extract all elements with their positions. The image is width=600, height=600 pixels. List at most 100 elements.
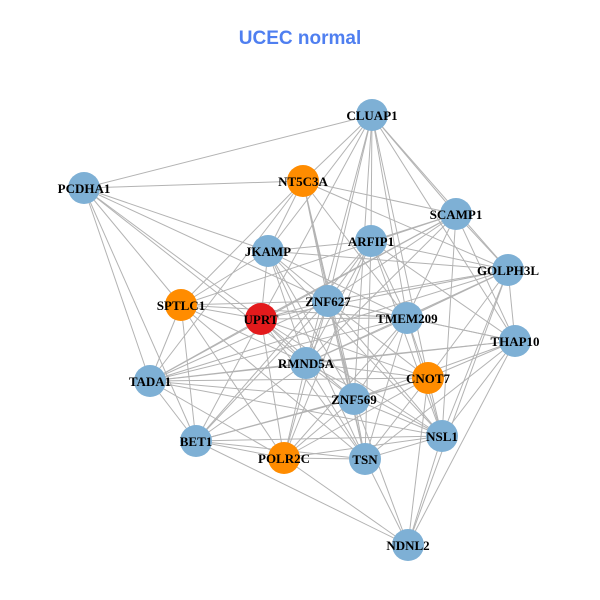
node-circle [492,254,524,286]
node-BET1[interactable]: BET1 [180,425,213,457]
node-RMND5A[interactable]: RMND5A [278,347,335,379]
edge-SPTLC1-TSN [180,304,366,460]
edge-RMND5A-POLR2C [283,362,307,459]
edge-CNOT7-NDNL2 [407,377,429,546]
edge-SPTLC1-RMND5A [180,304,307,364]
edge-SCAMP1-TMEM209 [406,213,457,319]
node-label: TMEM209 [376,311,438,326]
node-circle [68,172,100,204]
edge-GOLPH3L-NDNL2 [407,269,509,546]
node-circle [312,285,344,317]
edge-ZNF627-CNOT7 [327,300,429,379]
edge-SCAMP1-THAP10 [455,213,516,342]
edge-ARFIP1-NSL1 [370,240,443,437]
edge-ZNF569-NDNL2 [353,398,409,546]
edge-NT5C3A-SPTLC1 [180,180,304,306]
node-CLUAP1[interactable]: CLUAP1 [346,99,398,131]
node-TMEM209[interactable]: TMEM209 [376,302,438,334]
node-circle [338,383,370,415]
node-SPTLC1[interactable]: SPTLC1 [157,289,205,321]
node-label: ZNF569 [331,392,377,407]
edge-PCDHA1-RMND5A [83,187,307,364]
node-THAP10[interactable]: THAP10 [490,325,540,357]
node-label: TSN [352,452,378,467]
node-ZNF569[interactable]: ZNF569 [331,383,377,415]
edge-ARFIP1-JKAMP [267,240,372,252]
edge-TMEM209-RMND5A [305,317,408,364]
edge-PCDHA1-UPRT [83,187,262,320]
edge-CLUAP1-PCDHA1 [83,114,373,189]
node-NDNL2[interactable]: NDNL2 [386,529,430,561]
edge-JKAMP-ZNF569 [267,250,355,400]
node-POLR2C[interactable]: POLR2C [258,442,310,474]
edge-SPTLC1-ZNF627 [180,300,329,306]
node-circle [355,225,387,257]
edge-UPRT-POLR2C [260,318,285,459]
node-circle [245,303,277,335]
edge-SCAMP1-SPTLC1 [180,213,457,306]
node-NSL1[interactable]: NSL1 [426,420,458,452]
edge-TADA1-ZNF569 [149,380,355,400]
diagram-title: UCEC normal [238,28,362,49]
node-label: NT5C3A [278,174,328,189]
node-JKAMP[interactable]: JKAMP [245,235,291,267]
edge-THAP10-NDNL2 [407,340,516,546]
edge-THAP10-NSL1 [441,340,516,437]
node-label: CNOT7 [406,371,451,386]
edge-TMEM209-TSN [364,317,408,460]
edge-CLUAP1-ARFIP1 [370,114,373,242]
edge-TSN-NDNL2 [364,458,409,546]
edge-UPRT-NSL1 [260,318,443,437]
edge-GOLPH3L-UPRT [260,269,509,320]
edge-NT5C3A-GOLPH3L [302,180,509,271]
node-GOLPH3L[interactable]: GOLPH3L [477,254,539,286]
node-circle [134,365,166,397]
node-NT5C3A[interactable]: NT5C3A [278,165,329,197]
edge-SPTLC1-POLR2C [180,304,285,459]
node-label: ARFIP1 [348,234,394,249]
edge-SPTLC1-TMEM209 [180,304,408,319]
node-UPRT[interactable]: UPRT [244,303,279,335]
node-ARFIP1[interactable]: ARFIP1 [348,225,394,257]
node-circle [499,325,531,357]
edge-SCAMP1-NSL1 [441,213,457,437]
node-CNOT7[interactable]: CNOT7 [406,362,451,394]
edge-UPRT-CNOT7 [260,318,429,379]
node-PCDHA1[interactable]: PCDHA1 [58,172,111,204]
node-TADA1[interactable]: TADA1 [129,365,171,397]
edge-CLUAP1-TMEM209 [371,114,408,319]
edge-ARFIP1-POLR2C [283,240,372,459]
node-label: TADA1 [129,374,171,389]
edge-UPRT-TSN [260,318,366,460]
node-circle [252,235,284,267]
edge-CLUAP1-JKAMP [267,114,373,252]
edge-UPRT-TADA1 [149,318,262,382]
edge-JKAMP-NSL1 [267,250,443,437]
node-circle [391,302,423,334]
edge-SCAMP1-ZNF627 [327,213,457,302]
node-SCAMP1[interactable]: SCAMP1 [430,198,483,230]
edge-NT5C3A-SCAMP1 [302,180,457,215]
node-circle [349,443,381,475]
node-circle [165,289,197,321]
edge-JKAMP-SPTLC1 [180,250,269,306]
node-TSN[interactable]: TSN [349,443,381,475]
node-label: NDNL2 [386,538,429,553]
node-circle [356,99,388,131]
edge-NT5C3A-TADA1 [149,180,304,382]
node-ZNF627[interactable]: ZNF627 [305,285,351,317]
node-circle [412,362,444,394]
edge-NT5C3A-TMEM209 [302,180,408,319]
edge-CLUAP1-CNOT7 [371,114,429,379]
edge-ZNF627-TSN [327,300,366,460]
edge-TMEM209-ZNF569 [353,317,408,400]
node-circle [426,420,458,452]
edge-NSL1-BET1 [195,435,443,442]
edge-GOLPH3L-ZNF627 [327,269,509,302]
node-circle [440,198,472,230]
edge-CNOT7-TADA1 [149,377,429,382]
node-circle [287,165,319,197]
edge-ZNF627-TADA1 [149,300,329,382]
